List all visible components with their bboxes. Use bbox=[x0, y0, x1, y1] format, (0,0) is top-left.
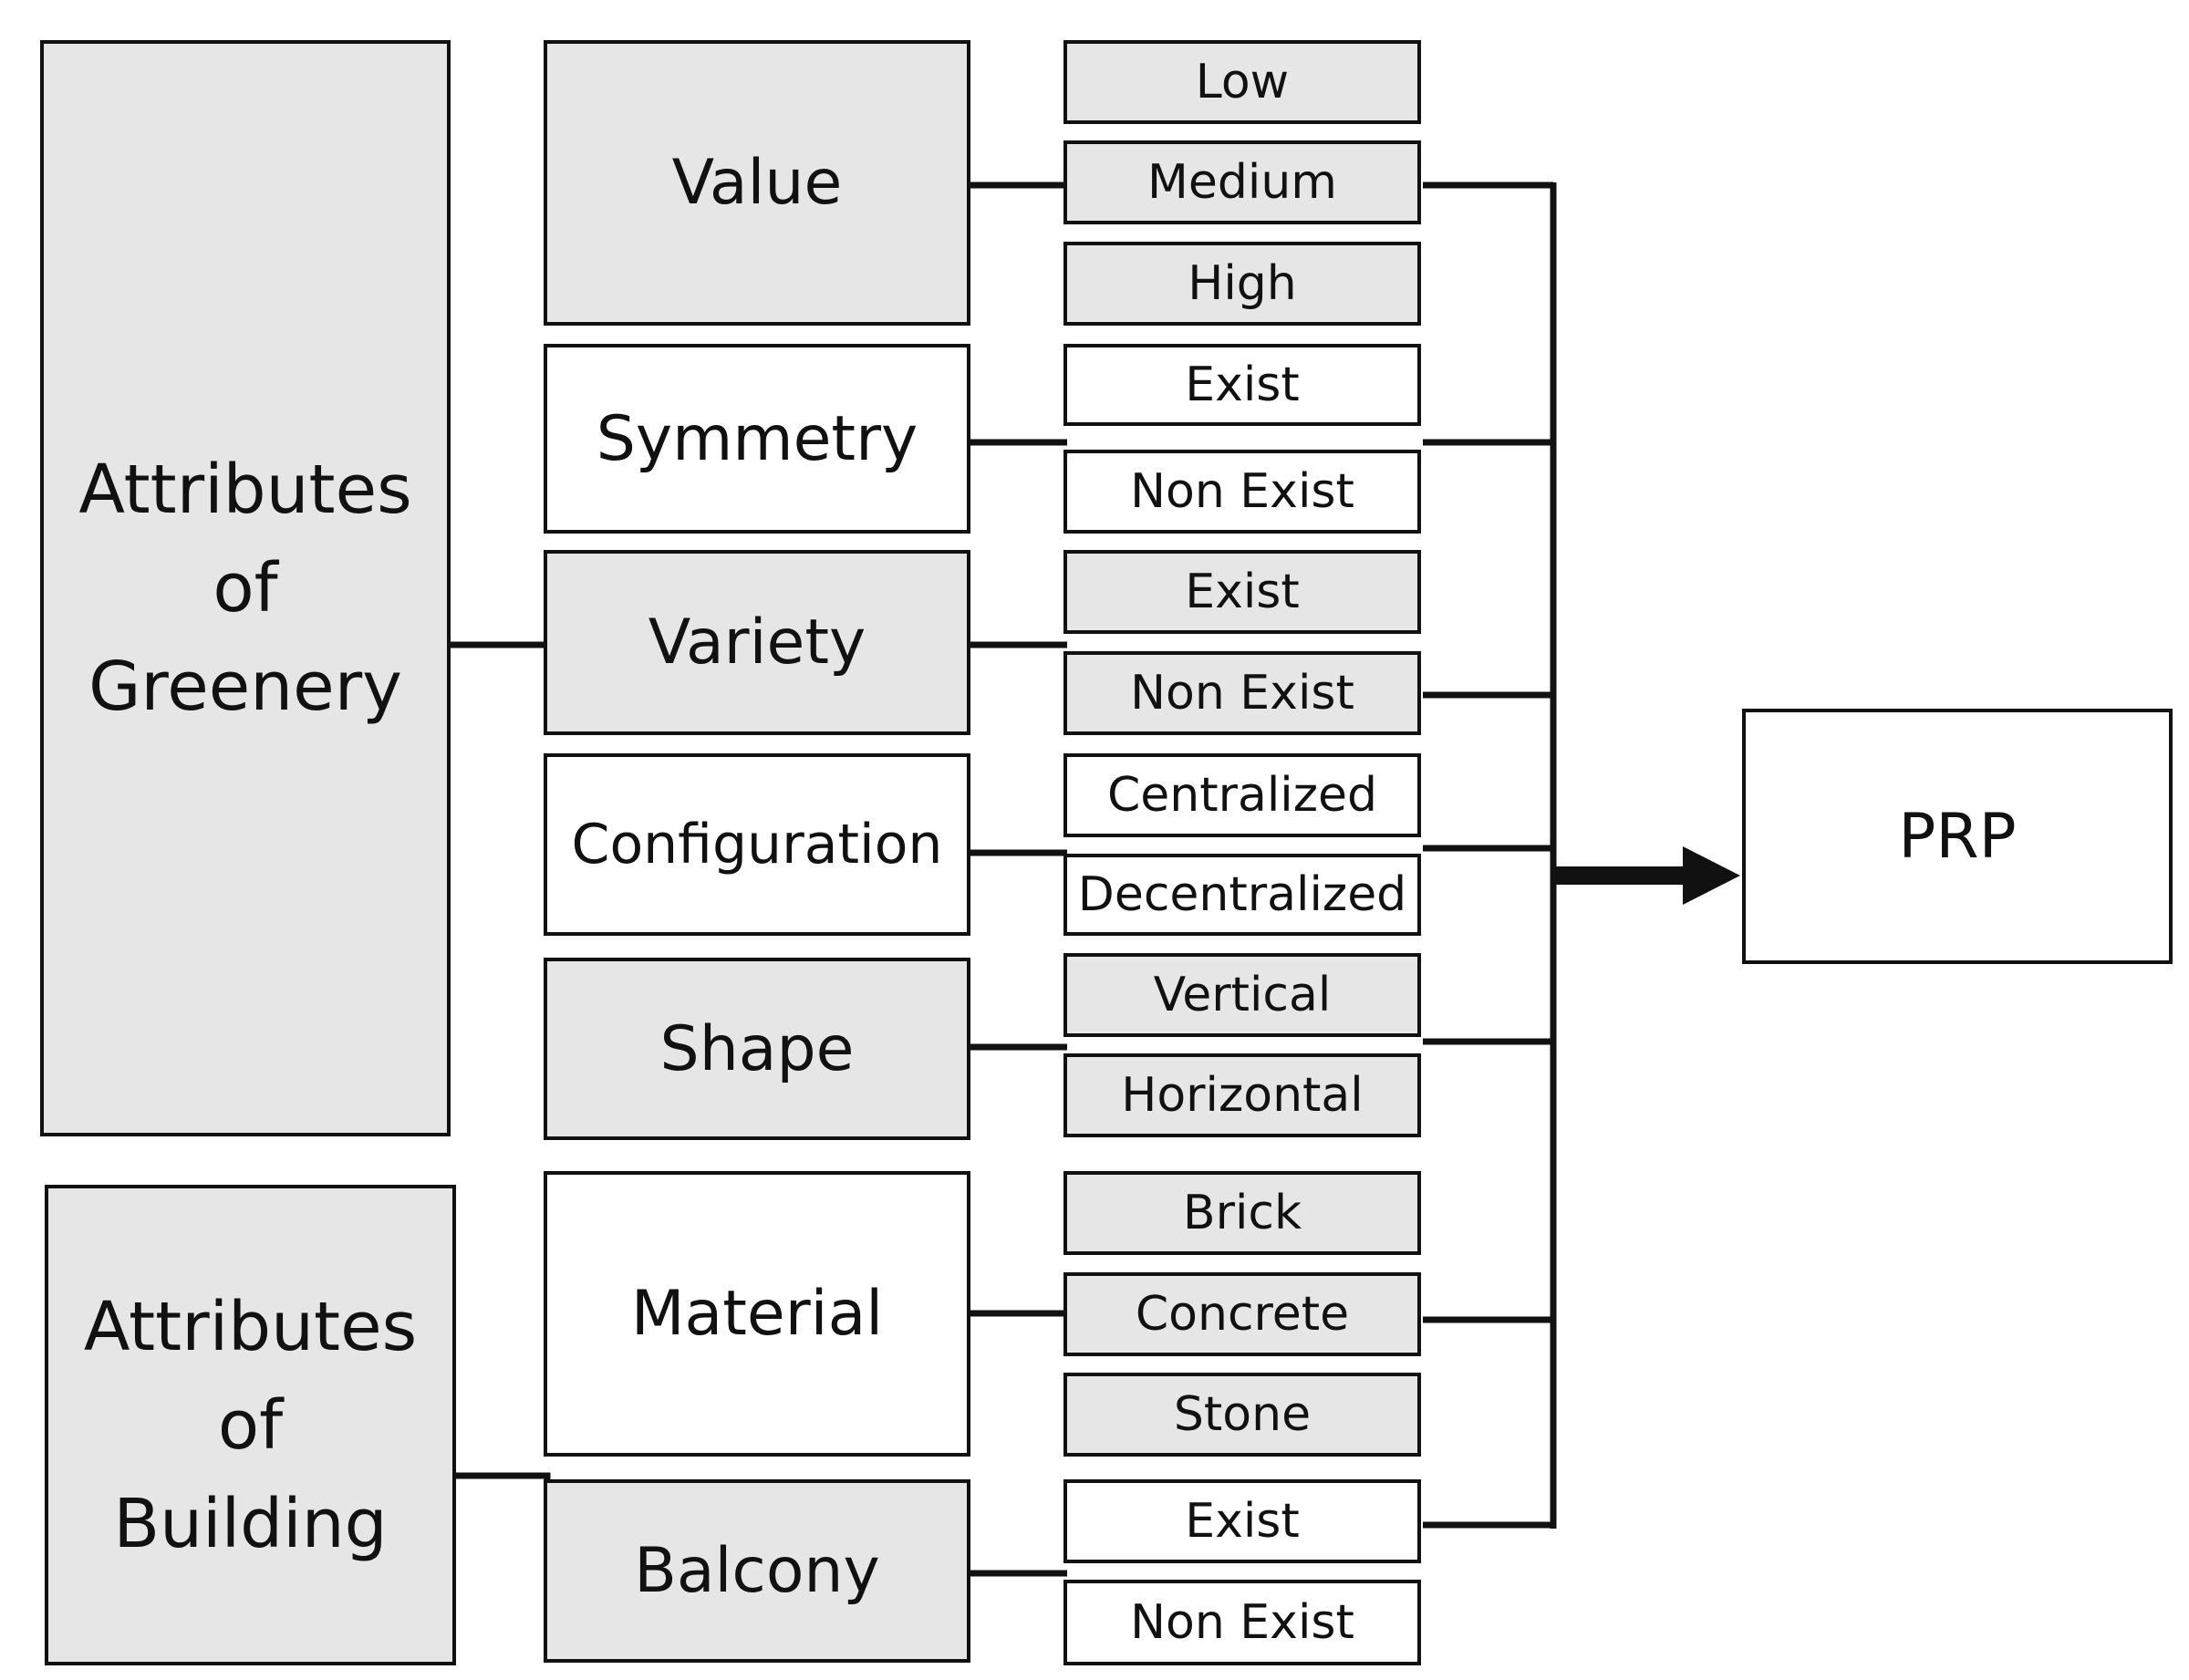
option-value-high: High bbox=[1063, 242, 1421, 326]
option-shape-horizontal: Horizontal bbox=[1063, 1053, 1421, 1137]
output-prp: PRP bbox=[1742, 709, 2173, 964]
option-shape-vertical: Vertical bbox=[1063, 953, 1421, 1037]
option-configuration-centralized: Centralized bbox=[1063, 753, 1421, 837]
option-variety-non-exist: Non Exist bbox=[1063, 651, 1421, 735]
option-balcony-exist: Exist bbox=[1063, 1479, 1421, 1563]
attribute-symmetry: Symmetry bbox=[544, 344, 970, 534]
attribute-shape-label: Shape bbox=[659, 1012, 855, 1085]
option-material-stone: Stone bbox=[1063, 1373, 1421, 1457]
attribute-configuration-label: Configuration bbox=[571, 813, 943, 876]
option-label: Low bbox=[1195, 55, 1290, 109]
option-balcony-non-exist: Non Exist bbox=[1063, 1580, 1421, 1665]
option-label: Medium bbox=[1147, 155, 1337, 210]
output-arrow-head bbox=[1683, 846, 1740, 905]
option-symmetry-exist: Exist bbox=[1063, 344, 1421, 426]
attribute-balcony: Balcony bbox=[544, 1479, 970, 1663]
option-label: Decentralized bbox=[1077, 867, 1407, 922]
option-label: Concrete bbox=[1135, 1287, 1350, 1342]
option-label: High bbox=[1188, 256, 1297, 311]
output-prp-label: PRP bbox=[1898, 800, 2017, 873]
option-label: Non Exist bbox=[1130, 464, 1354, 519]
category-building: Attributes of Building bbox=[45, 1185, 456, 1665]
option-label: Non Exist bbox=[1130, 666, 1354, 721]
option-label: Exist bbox=[1185, 358, 1300, 412]
category-greenery-label: Attributes of Greenery bbox=[78, 451, 412, 726]
option-label: Exist bbox=[1185, 565, 1300, 619]
attribute-configuration: Configuration bbox=[544, 753, 970, 936]
option-label: Horizontal bbox=[1121, 1068, 1364, 1123]
attribute-value: Value bbox=[544, 40, 970, 326]
category-building-label: Attributes of Building bbox=[83, 1287, 418, 1563]
option-configuration-decentralized: Decentralized bbox=[1063, 854, 1421, 936]
option-label: Non Exist bbox=[1130, 1595, 1354, 1650]
option-value-medium: Medium bbox=[1063, 140, 1421, 224]
option-material-brick: Brick bbox=[1063, 1171, 1421, 1255]
option-label: Centralized bbox=[1106, 768, 1378, 823]
option-label: Brick bbox=[1182, 1186, 1302, 1240]
attribute-balcony-label: Balcony bbox=[634, 1535, 880, 1607]
category-greenery: Attributes of Greenery bbox=[40, 40, 451, 1136]
option-label: Vertical bbox=[1153, 968, 1332, 1022]
option-label: Exist bbox=[1185, 1494, 1300, 1549]
option-label: Stone bbox=[1173, 1387, 1312, 1442]
option-material-concrete: Concrete bbox=[1063, 1272, 1421, 1356]
attribute-material: Material bbox=[544, 1171, 970, 1457]
attribute-value-label: Value bbox=[671, 147, 843, 219]
attribute-variety: Variety bbox=[544, 550, 970, 735]
connector-building-to-balcony bbox=[456, 1472, 551, 1482]
option-symmetry-non-exist: Non Exist bbox=[1063, 450, 1421, 534]
option-value-low: Low bbox=[1063, 40, 1421, 124]
attribute-variety-label: Variety bbox=[648, 607, 866, 679]
attribute-material-label: Material bbox=[630, 1278, 884, 1350]
attribute-symmetry-label: Symmetry bbox=[596, 402, 918, 475]
option-variety-exist: Exist bbox=[1063, 550, 1421, 634]
attribute-shape: Shape bbox=[544, 958, 970, 1140]
